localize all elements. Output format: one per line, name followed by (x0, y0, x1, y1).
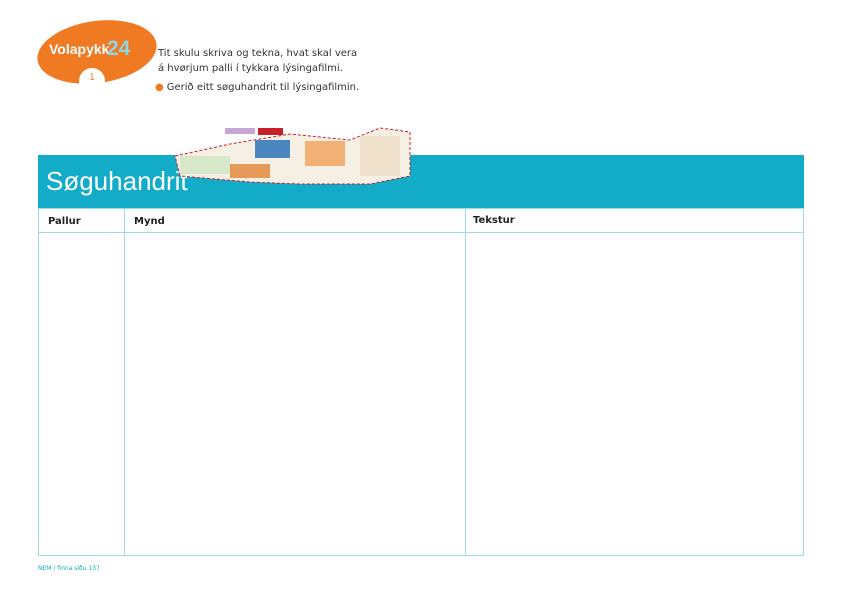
footer-reference: NEM / finna síðu 137 (38, 565, 100, 572)
page-title: Søguhandrit (46, 166, 188, 196)
header-pallur: Pallur (48, 216, 81, 227)
badge-sub: 1 (89, 73, 95, 83)
bullet-icon: ● (155, 82, 164, 93)
storyboard-table: Pallur Mynd Tekstur (38, 208, 804, 556)
badge-title: Volapykk (49, 41, 110, 57)
column-divider (124, 209, 125, 555)
badge-sub-circle (79, 68, 105, 94)
header-divider (39, 232, 803, 233)
badge-number: 24 (107, 37, 131, 60)
header-mynd: Mynd (134, 216, 165, 227)
instruction: ●Gerið eitt søguhandrit til lýsingafilmi… (155, 82, 359, 93)
column-divider (465, 209, 466, 555)
instruction-text: Gerið eitt søguhandrit til lýsingafilmin… (166, 82, 360, 93)
intro-text: Tit skulu skriva og tekna, hvat skal ver… (158, 48, 358, 74)
title-banner (38, 155, 804, 208)
comic-illustration (174, 127, 411, 185)
header-tekstur: Tekstur (473, 215, 515, 226)
